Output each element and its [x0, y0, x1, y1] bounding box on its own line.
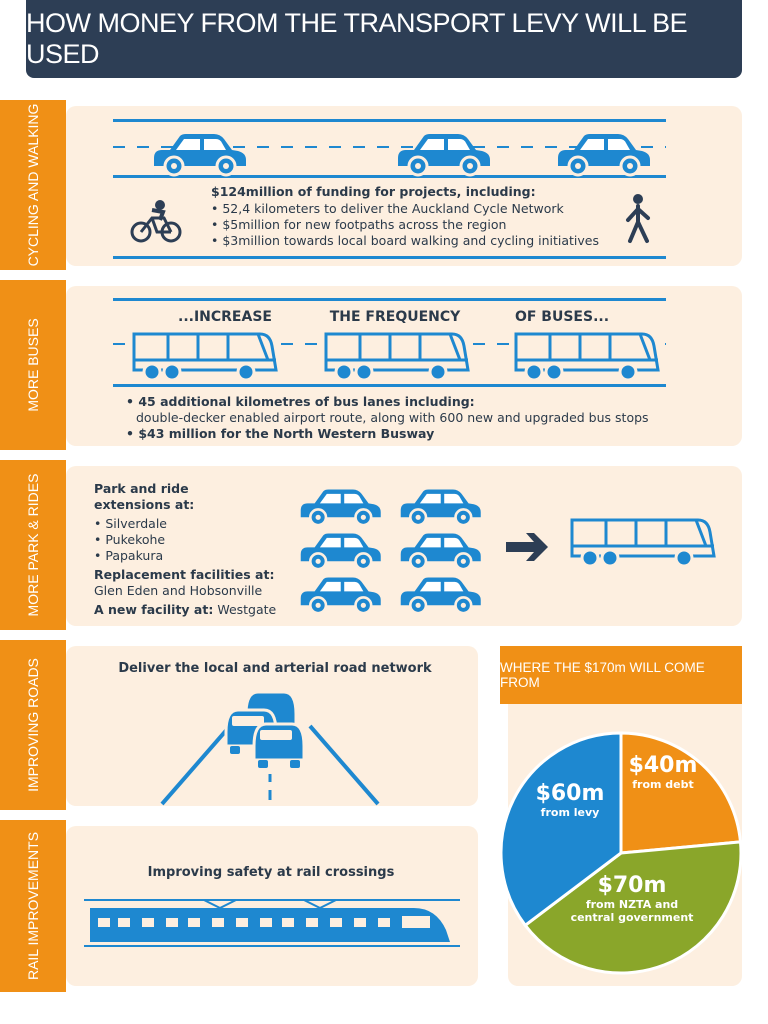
- car-icon: [152, 132, 248, 177]
- road-dashes: [113, 146, 666, 148]
- tab-label: CYCLING AND WALKING: [25, 103, 41, 267]
- tab-label: IMPROVING ROADS: [25, 658, 41, 792]
- car-icon: [299, 532, 383, 571]
- bus-caption: THE FREQUENCY: [329, 309, 461, 325]
- bus-icon: [570, 518, 716, 568]
- roads-caption: Deliver the local and arterial road netw…: [118, 661, 432, 676]
- rail-caption: Improving safety at rail crossings: [147, 865, 395, 880]
- arrow-right-icon: [506, 533, 548, 561]
- slice-source: from levy: [540, 806, 600, 819]
- slice-label-levy: $60m from levy: [534, 781, 606, 820]
- tab-label: MORE PARK & RIDES: [25, 473, 41, 617]
- road-line-top: [113, 119, 666, 122]
- funding-title: WHERE THE $170m WILL COME FROM: [500, 646, 742, 704]
- car-icon: [399, 532, 483, 571]
- pie-slice: [619, 731, 743, 855]
- new-facility-line: A new facility at: Westgate: [94, 602, 276, 618]
- slice-amount: $70m: [597, 873, 667, 898]
- cyclist-icon: [130, 200, 182, 243]
- list-item: • Papakura: [94, 548, 164, 563]
- car-icon: [299, 488, 383, 527]
- train-icon: [84, 899, 460, 947]
- bus-lanes-detail: double-decker enabled airport route, alo…: [136, 410, 649, 425]
- bus-caption: ...INCREASE: [178, 309, 272, 325]
- bus-icon: [514, 332, 660, 382]
- busway-line: • $43 million for the North Western Busw…: [126, 426, 435, 441]
- tab-more-buses: MORE BUSES: [0, 280, 66, 450]
- slice-source: from debt: [632, 778, 694, 791]
- tab-label: RAIL IMPROVEMENTS: [25, 831, 41, 981]
- slice-label-nzta: $70m from NZTA and central government: [570, 873, 694, 925]
- pie-slice: [499, 731, 623, 928]
- tab-label: MORE BUSES: [25, 318, 41, 412]
- cycling-headline: $124million of funding for projects, inc…: [211, 184, 536, 199]
- list-item: • $5million for new footpaths across the…: [211, 217, 507, 232]
- slice-amount: $60m: [535, 781, 605, 806]
- bus-caption: OF BUSES...: [514, 309, 610, 325]
- tab-rail-improvements: RAIL IMPROVEMENTS: [0, 820, 66, 992]
- tab-improving-roads: IMPROVING ROADS: [0, 640, 66, 810]
- tab-park-ride: MORE PARK & RIDES: [0, 460, 66, 630]
- page-title: HOW MONEY FROM THE TRANSPORT LEVY WILL B…: [26, 0, 742, 78]
- list-item: • 52,4 kilometers to deliver the Aucklan…: [211, 201, 564, 216]
- divider: [113, 384, 666, 387]
- replacement-heading: Replacement facilities at:: [94, 567, 275, 582]
- list-item: • Pukekohe: [94, 532, 166, 547]
- bus-lanes-line: • 45 additional kilometres of bus lanes …: [126, 394, 475, 409]
- list-item: • Silverdale: [94, 516, 167, 531]
- car-icon: [399, 576, 483, 615]
- pie-slice: [523, 840, 743, 975]
- rail-panel: [66, 826, 478, 986]
- replacement-text: Glen Eden and Hobsonville: [94, 583, 263, 598]
- divider: [113, 256, 666, 259]
- slice-source: from NZTA and central government: [570, 898, 694, 924]
- park-ride-heading: Park and ride extensions at:: [94, 481, 195, 512]
- new-facility-label: A new facility at:: [94, 602, 214, 617]
- tab-cycling-walking: CYCLING AND WALKING: [0, 100, 66, 270]
- slice-amount: $40m: [628, 753, 698, 778]
- car-icon: [299, 576, 383, 615]
- list-item: • $3million towards local board walking …: [211, 233, 599, 248]
- car-icon: [399, 488, 483, 527]
- funding-pie-chart: [499, 731, 743, 975]
- pedestrian-icon: [626, 194, 650, 243]
- traffic-cars-icon: [160, 690, 380, 806]
- car-icon: [396, 132, 492, 177]
- new-facility-value: Westgate: [217, 602, 277, 617]
- car-icon: [556, 132, 652, 177]
- bus-icon: [324, 332, 470, 382]
- bus-icon: [132, 332, 278, 382]
- road-line-bottom: [113, 175, 666, 178]
- slice-label-debt: $40m from debt: [628, 753, 698, 792]
- divider: [113, 298, 666, 301]
